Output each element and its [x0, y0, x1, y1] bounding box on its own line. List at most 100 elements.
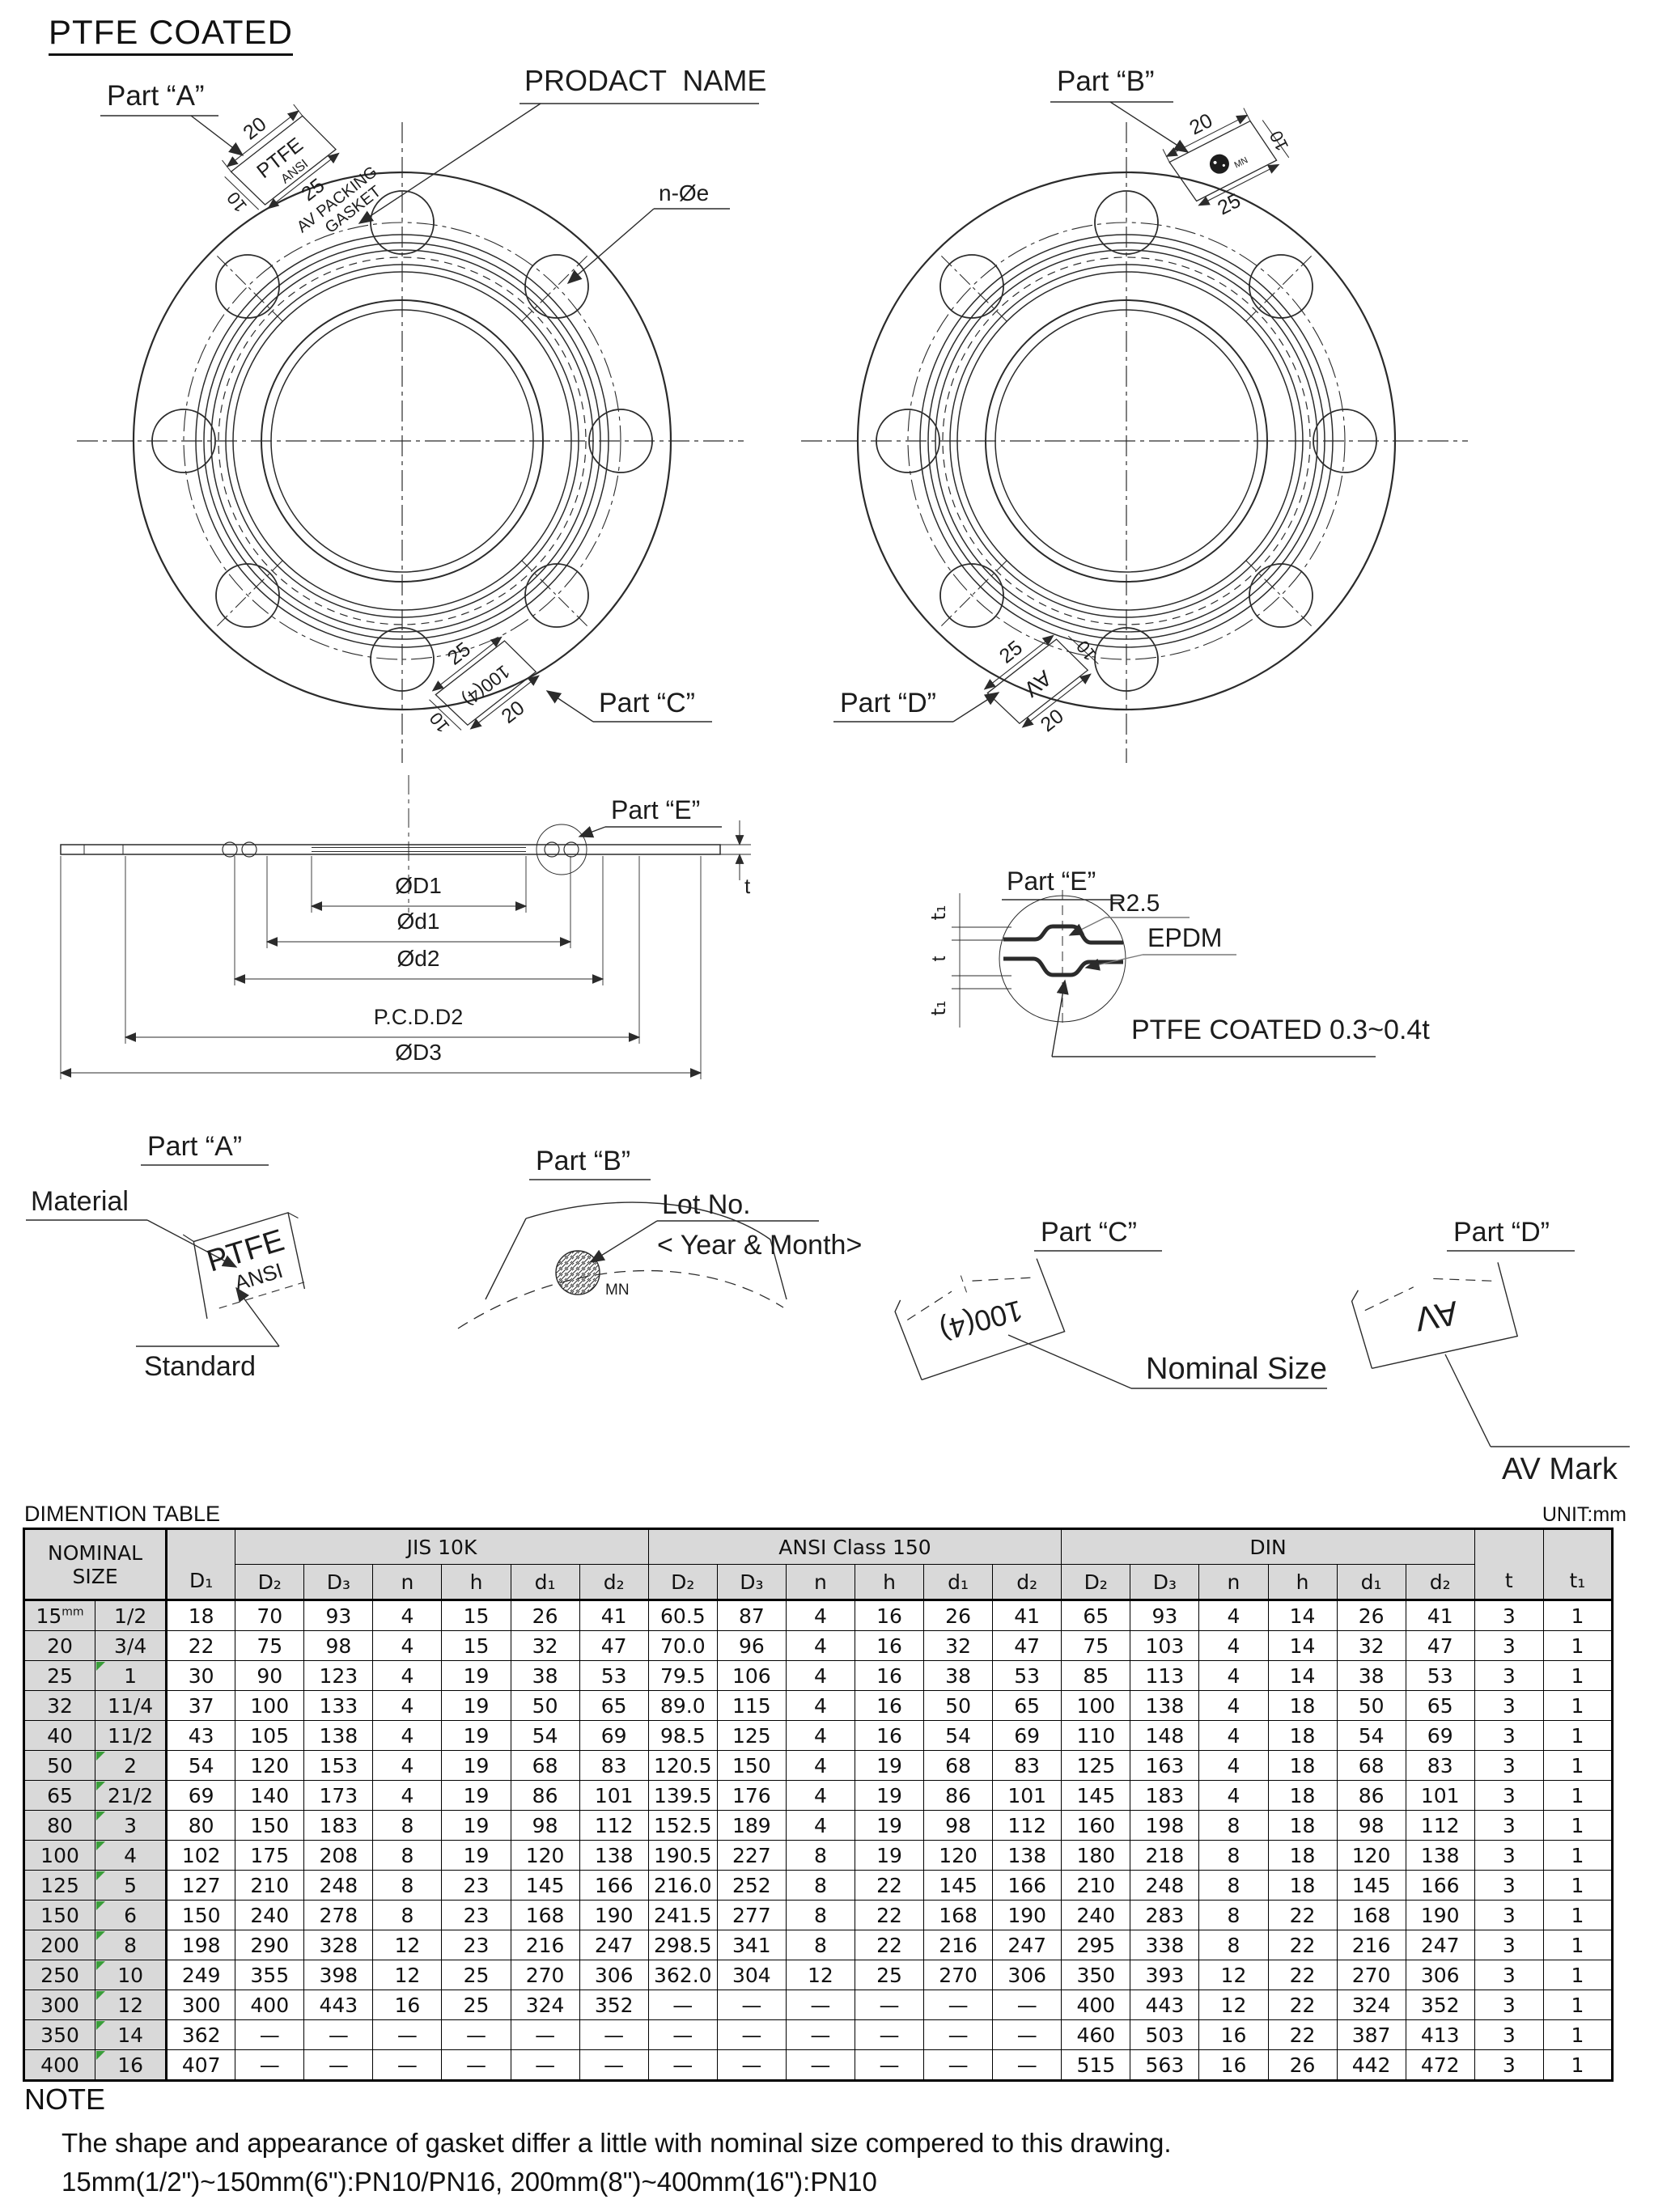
- stamp-dim-10: 10: [426, 709, 454, 737]
- section-view: Part “E” ØD1 Ød1 Ød2 P.C.D.D2 ØD3: [59, 775, 751, 1079]
- dim-label-d1-cap: ØD1: [395, 873, 442, 898]
- header-sub: d₂: [1405, 1564, 1475, 1601]
- label-epdm: EPDM: [1147, 923, 1222, 952]
- page-title: PTFE COATED: [49, 13, 293, 56]
- label-part-e-detail: Part “E”: [1007, 867, 1096, 896]
- label-n-oe: n-Øe: [659, 180, 709, 206]
- header-sub: h: [441, 1564, 511, 1601]
- part-e-detail: Part “E” t₁ t t₁ R2.5 EPDM PTFE COATED 0…: [927, 867, 1430, 1057]
- label-part-c-detail: Part “C”: [1041, 1217, 1137, 1248]
- label-av-mark: AV Mark: [1502, 1452, 1618, 1486]
- dim-label-d2-small: Ød2: [397, 946, 440, 971]
- flange-front-view-right: [799, 121, 1470, 765]
- unit-label: UNIT:mm: [1542, 1503, 1626, 1526]
- detail-av-mark: AV: [1412, 1294, 1461, 1338]
- header-sub: D₃: [303, 1564, 374, 1601]
- stamp-dim-20: 20: [1037, 705, 1068, 736]
- label-part-b: Part “B”: [1057, 66, 1155, 97]
- header-sub: n: [1198, 1564, 1269, 1601]
- dim-label-d3: ØD3: [395, 1040, 442, 1065]
- detail-part-a: Part “A” Material PTFE ANSI Standard: [26, 1131, 306, 1382]
- stamp-dim-25: 25: [1214, 189, 1244, 220]
- table-title: DIMENTION TABLE: [24, 1502, 221, 1526]
- stamp-dim-20: 20: [239, 112, 270, 144]
- stamp-part-c: 25 100(4) 20 10: [426, 636, 540, 737]
- label-r2-5: R2.5: [1109, 890, 1160, 917]
- label-part-a: Part “A”: [107, 80, 205, 112]
- technical-drawing: Part “A” PRODACT NAME n-Øe Part “B” 20 P…: [26, 64, 1630, 1486]
- header-sub: d₂: [992, 1564, 1062, 1601]
- detail-part-c: Part “C” 100(4) Nominal Size: [894, 1217, 1327, 1389]
- stamp-part-b: 20 MN 25 10: [1162, 108, 1292, 220]
- label-ptfe-coated: PTFE COATED 0.3~0.4t: [1131, 1015, 1430, 1045]
- label-part-b-detail: Part “B”: [536, 1146, 630, 1176]
- header-t: t: [1474, 1528, 1544, 1601]
- detail-part-b: Part “B” MN Lot No. < Year & Month>: [457, 1146, 862, 1329]
- stamp-av-mark: AV: [1020, 666, 1056, 702]
- header-din: DIN: [1061, 1528, 1475, 1565]
- label-lot-no: Lot No.: [662, 1189, 751, 1220]
- detail-nominal-size-mark: 100(4): [936, 1294, 1026, 1348]
- header-sub: h: [1267, 1564, 1338, 1601]
- label-part-d-detail: Part “D”: [1453, 1217, 1550, 1248]
- stamp-dim-10: 10: [223, 188, 251, 216]
- label-nominal-size: Nominal Size: [1146, 1352, 1327, 1386]
- stamp-dim-20: 20: [1185, 109, 1215, 140]
- note-heading: NOTE: [24, 2083, 106, 2116]
- stamp-logo-text: MN: [1232, 155, 1249, 170]
- header-sub: d₂: [579, 1564, 649, 1601]
- header-sub: D₃: [716, 1564, 787, 1601]
- detail-logo-text: MN: [605, 1282, 630, 1299]
- note-line-2: 15mm(1/2")~150mm(6"):PN10/PN16, 200mm(8"…: [61, 2167, 877, 2197]
- dim-label-d1-small: Ød1: [397, 909, 440, 934]
- label-part-e: Part “E”: [611, 795, 700, 824]
- label-product-name: PRODACT NAME: [524, 64, 766, 97]
- label-part-a-detail: Part “A”: [147, 1131, 242, 1162]
- header-sub: D₂: [235, 1564, 305, 1601]
- note-line-1: The shape and appearance of gasket diffe…: [61, 2128, 1172, 2158]
- dim-label-t1-top: t₁: [927, 905, 950, 920]
- header-sub: D₂: [647, 1564, 718, 1601]
- label-year-month: < Year & Month>: [657, 1230, 862, 1261]
- header-sub: n: [372, 1564, 443, 1601]
- header-sub: n: [785, 1564, 855, 1601]
- label-material: Material: [31, 1186, 129, 1217]
- label-part-d: Part “D”: [840, 688, 936, 718]
- part-e-detail-circle: [536, 824, 587, 875]
- dim-label-t1-bottom: t₁: [927, 1000, 950, 1015]
- header-sub: d₁: [923, 1564, 994, 1601]
- stamp-dim-25: 25: [995, 636, 1027, 667]
- label-standard: Standard: [144, 1351, 256, 1382]
- dim-label-t-mid: t: [928, 956, 950, 961]
- label-part-c: Part “C”: [599, 688, 695, 718]
- dim-label-pcd: P.C.D.D2: [374, 1005, 464, 1029]
- header-t1: t₁: [1542, 1528, 1614, 1601]
- header-sub: h: [854, 1564, 925, 1601]
- header-jis: JIS 10K: [235, 1528, 649, 1565]
- header-sub: D₂: [1061, 1564, 1131, 1601]
- header-d1: D₁: [165, 1528, 236, 1601]
- maker-logo-icon: [1209, 154, 1229, 174]
- header-sub: d₁: [1336, 1564, 1406, 1601]
- header-sub: D₃: [1130, 1564, 1200, 1601]
- header-sub: d₁: [510, 1564, 580, 1601]
- detail-part-d: Part “D” AV AV Mark: [1351, 1217, 1630, 1486]
- stamp-dim-20: 20: [497, 697, 528, 728]
